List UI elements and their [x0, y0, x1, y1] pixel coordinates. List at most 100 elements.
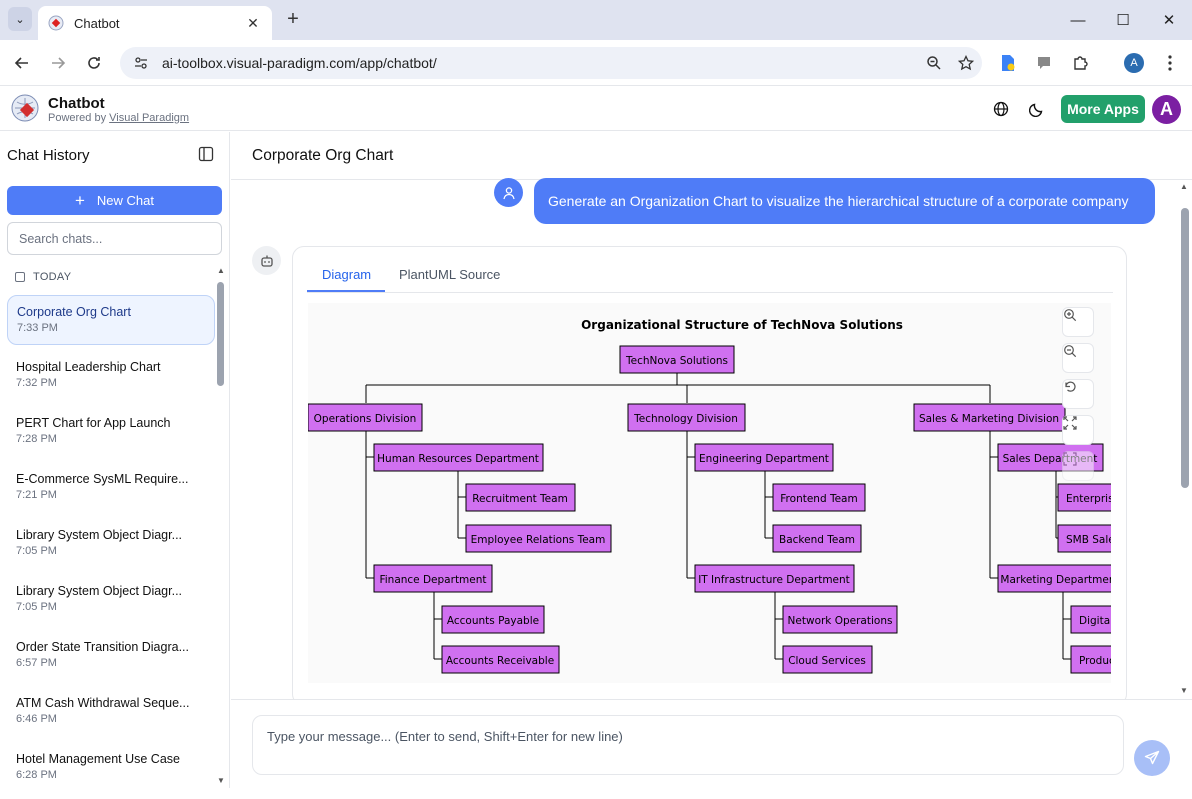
- node-team-label: Employee Relations Team: [471, 534, 606, 546]
- dark-mode-moon-icon[interactable]: [1027, 99, 1047, 119]
- node-team: [465, 524, 612, 553]
- sidebar-scrollbar-thumb[interactable]: [217, 282, 224, 386]
- node-division-label: Operations Division: [314, 413, 417, 425]
- reload-icon[interactable]: [82, 51, 106, 75]
- chat-item-time: 7:28 PM: [16, 433, 57, 445]
- zoom-in-icon: [1064, 309, 1077, 322]
- node-team: [441, 645, 560, 674]
- chat-item[interactable]: Library System Object Diagr... 7:05 PM: [7, 519, 215, 575]
- chat-item-time: 7:05 PM: [16, 545, 57, 557]
- zoom-in-button[interactable]: [1062, 307, 1094, 337]
- extension-doc-icon[interactable]: [996, 51, 1020, 75]
- sidebar-title: Chat History: [7, 147, 90, 164]
- visual-paradigm-link[interactable]: Visual Paradigm: [109, 112, 190, 124]
- node-team-label: Network Operations: [788, 615, 893, 627]
- chat-item[interactable]: Library System Object Diagr... 7:05 PM: [7, 575, 215, 631]
- bookmark-star-icon[interactable]: [950, 55, 982, 71]
- node-team: [782, 605, 898, 634]
- chat-item-time: 7:32 PM: [16, 377, 57, 389]
- chat-item-title: E-Commerce SysML Require...: [16, 472, 189, 486]
- tab-plantuml-source[interactable]: PlantUML Source: [399, 267, 501, 282]
- tab-search-dropdown-icon[interactable]: ⌄: [8, 7, 32, 31]
- browser-menu-icon[interactable]: [1158, 51, 1182, 75]
- chat-item-time: 7:21 PM: [16, 489, 57, 501]
- url-text[interactable]: ai-toolbox.visual-paradigm.com/app/chatb…: [162, 55, 437, 71]
- chat-item[interactable]: Order State Transition Diagra...6:57 PM: [7, 631, 215, 687]
- node-boxes: [308, 345, 1111, 674]
- browser-toolbar: ai-toolbox.visual-paradigm.com/app/chatb…: [0, 40, 1192, 86]
- maximize-icon[interactable]: ☐: [1116, 12, 1130, 29]
- group-label: TODAY: [33, 271, 72, 283]
- sidebar-scroll-down-icon[interactable]: ▼: [217, 776, 225, 785]
- node-team: [1057, 483, 1111, 512]
- extension-chat-icon[interactable]: [1032, 51, 1056, 75]
- message-input[interactable]: Type your message... (Enter to send, Shi…: [252, 715, 1124, 775]
- org-chart-svg: Organizational Structure of TechNova Sol…: [308, 318, 1111, 674]
- chat-scroll-down-icon[interactable]: ▼: [1180, 686, 1188, 695]
- user-avatar[interactable]: A: [1152, 95, 1181, 124]
- browser-profile-avatar[interactable]: A: [1124, 53, 1144, 73]
- back-icon[interactable]: [10, 51, 34, 75]
- fullscreen-button[interactable]: [1062, 451, 1094, 481]
- chat-history-sidebar: Chat History +New Chat TODAY Corporate O…: [0, 132, 230, 788]
- node-department-label: Engineering Department: [699, 453, 829, 465]
- fit-to-view-button[interactable]: [1062, 415, 1094, 445]
- conversation-title: Corporate Org Chart: [252, 147, 394, 164]
- user-message-bubble: Generate an Organization Chart to visual…: [534, 178, 1155, 224]
- close-window-icon[interactable]: ✕: [1162, 12, 1176, 29]
- chat-item-title: Hotel Management Use Case: [16, 752, 180, 766]
- node-root-label: TechNova Solutions: [625, 355, 728, 367]
- node-team-label: Accounts Payable: [447, 615, 539, 627]
- node-department: [373, 443, 544, 472]
- node-team-label: SMB Sale: [1066, 534, 1111, 546]
- node-team-label: Recruitment Team: [472, 493, 568, 505]
- zoom-out-button[interactable]: [1062, 343, 1094, 373]
- site-info-icon[interactable]: [134, 56, 148, 70]
- send-button[interactable]: [1134, 740, 1170, 776]
- address-bar[interactable]: ai-toolbox.visual-paradigm.com/app/chatb…: [120, 47, 982, 79]
- node-department-label: Marketing Department: [1000, 574, 1111, 586]
- zoom-page-icon[interactable]: [918, 55, 950, 71]
- chat-item-title: Library System Object Diagr...: [16, 584, 183, 598]
- sidebar-toggle-icon[interactable]: [198, 146, 214, 162]
- minimize-icon[interactable]: —: [1070, 11, 1086, 29]
- chat-item-time: 6:57 PM: [16, 657, 57, 669]
- diagram-title: Organizational Structure of TechNova Sol…: [581, 318, 903, 332]
- node-team-label: Backend Team: [779, 534, 855, 546]
- new-chat-button[interactable]: +New Chat: [7, 186, 222, 215]
- tab-close-icon[interactable]: ✕: [247, 14, 259, 31]
- reset-icon: [1065, 381, 1076, 392]
- forward-icon[interactable]: [46, 51, 70, 75]
- new-tab-button[interactable]: +: [287, 8, 299, 30]
- reset-zoom-button[interactable]: [1062, 379, 1094, 409]
- chat-item[interactable]: ATM Cash Withdrawal Seque...6:46 PM: [7, 687, 215, 743]
- zoom-out-icon: [1064, 345, 1077, 358]
- new-chat-label: New Chat: [96, 193, 154, 208]
- chat-item-time: 7:05 PM: [16, 601, 57, 613]
- node-department-label: IT Infrastructure Department: [698, 574, 850, 586]
- browser-tab[interactable]: Chatbot ✕: [38, 6, 272, 40]
- chat-item-title: Library System Object Diagr...: [16, 528, 183, 542]
- node-team: [782, 645, 873, 674]
- search-chats-input[interactable]: [7, 222, 222, 255]
- sidebar-scroll-up-icon[interactable]: ▲: [217, 266, 225, 275]
- language-globe-icon[interactable]: [991, 99, 1011, 119]
- chat-item[interactable]: E-Commerce SysML Require... 7:21 PM: [7, 463, 215, 519]
- chat-scroll-up-icon[interactable]: ▲: [1180, 182, 1188, 191]
- chat-scrollbar-thumb[interactable]: [1181, 208, 1189, 488]
- more-apps-button[interactable]: More Apps: [1061, 95, 1145, 123]
- node-team-label: Digital: [1079, 615, 1111, 627]
- powered-by: Powered by Visual Paradigm: [48, 112, 189, 124]
- node-division-label: Technology Division: [633, 413, 738, 425]
- extensions-puzzle-icon[interactable]: [1068, 51, 1092, 75]
- org-chart-diagram: Organizational Structure of TechNova Sol…: [308, 303, 1111, 683]
- node-division: [308, 403, 423, 432]
- bot-avatar: [252, 246, 281, 275]
- tab-diagram[interactable]: Diagram: [322, 267, 372, 282]
- connector-lines: [365, 373, 1071, 660]
